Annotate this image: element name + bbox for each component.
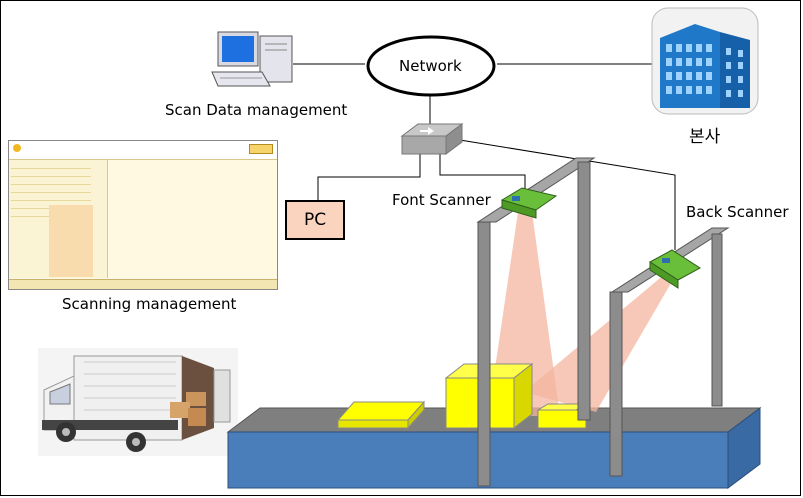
thumbnail-right-panel: [108, 160, 277, 278]
app-logo-icon: [13, 144, 21, 152]
truck-icon: [38, 348, 238, 456]
thumbnail-row: [11, 180, 91, 185]
link-switch-pc: [317, 152, 421, 200]
pc-label: PC: [303, 210, 327, 230]
back-scanner-label: Back Scanner: [686, 203, 789, 221]
thumbnail-status-bar: [9, 279, 277, 289]
link-switch-front-scanner: [439, 152, 526, 190]
thumbnail-start-button: [249, 144, 273, 154]
thumbnail-row: [11, 188, 91, 193]
thumbnail-header: [9, 141, 277, 160]
package-flat: [336, 400, 426, 430]
network-links: [293, 63, 676, 250]
front-scanner-icon: [500, 187, 558, 219]
link-switch-back-scanner: [459, 139, 676, 250]
back-scanner-beam: [524, 278, 674, 412]
thumbnail-row: [11, 196, 91, 201]
back-scanner-icon: [649, 249, 701, 289]
pc-node: PC: [285, 200, 345, 240]
scanning-app-thumbnail: [8, 140, 278, 290]
switch-icon: [400, 123, 464, 155]
network-label: Network: [399, 57, 462, 75]
computer-icon: [211, 31, 293, 87]
thumbnail-row: [11, 172, 91, 177]
thumbnail-row: [11, 164, 91, 169]
scan-data-management-label: Scan Data management: [165, 101, 348, 119]
scanning-management-label: Scanning management: [62, 295, 237, 313]
network-node: [366, 35, 496, 97]
thumbnail-data-column: [49, 205, 93, 277]
building-icon: [651, 7, 759, 115]
hq-label: 본사: [689, 127, 721, 147]
font-scanner-label: Font Scanner: [392, 191, 491, 209]
